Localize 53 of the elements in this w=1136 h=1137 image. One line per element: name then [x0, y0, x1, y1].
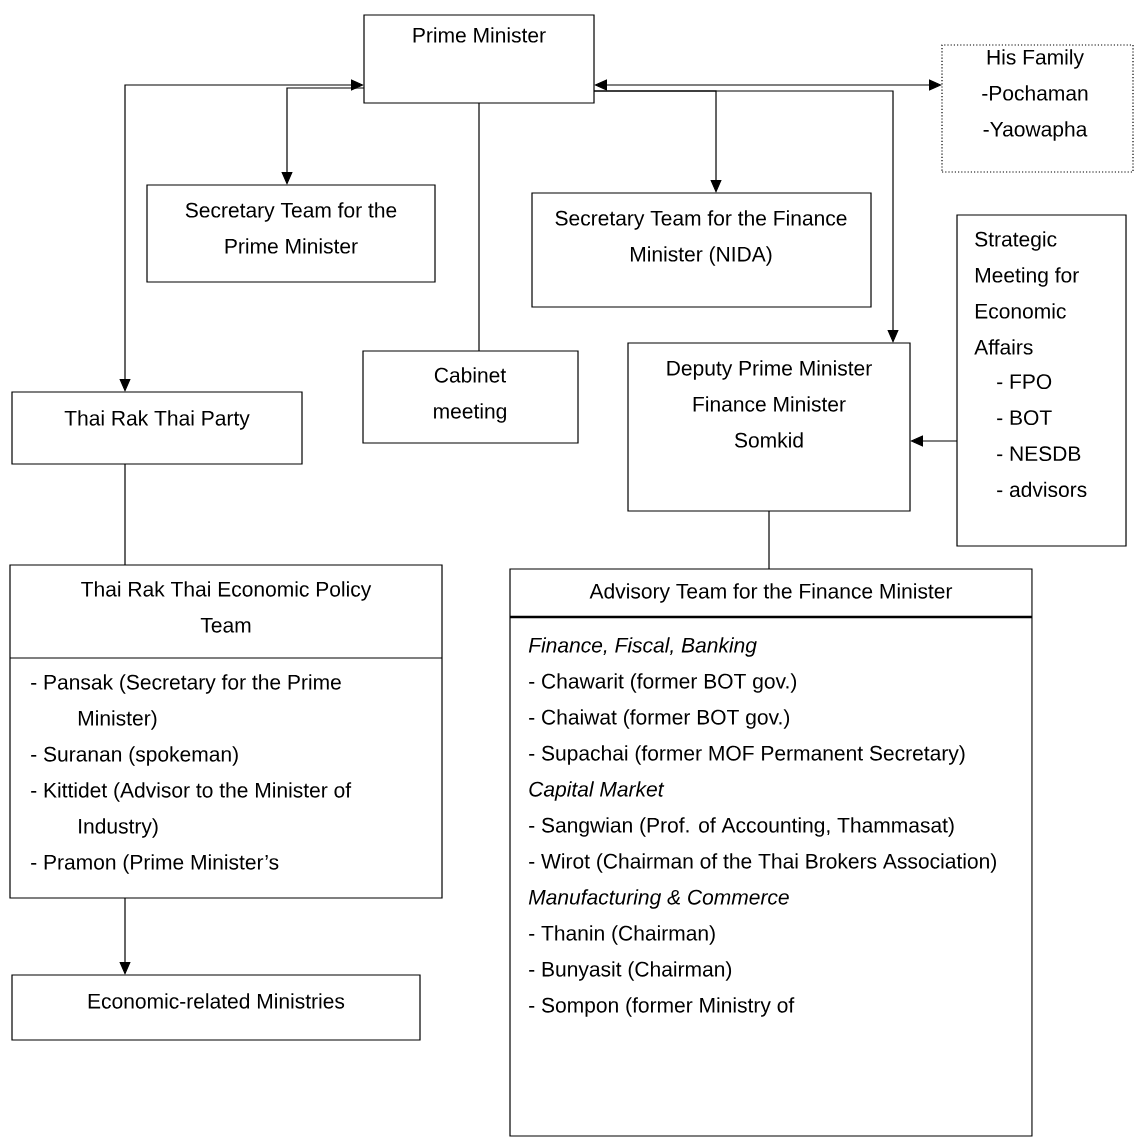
org-box: [363, 14, 595, 104]
team-box: [9, 564, 443, 899]
name-list: - Pansak (Secretary for the Prime Minister) - Suranan (spokeman) - Kittidet (Advisor to the Minister of Industry) - Pramon (Prime Minister’s: [31, 674, 352, 874]
box-heading: Thai Rak Thai Economic Policy Team: [81, 581, 372, 633]
meeting-box: [956, 214, 1127, 547]
arrow: [594, 79, 942, 91]
node-label: - FPO: [997, 374, 1052, 390]
node-label: - Pansak (Secretary for the Prime Minister): [31, 674, 341, 730]
node-label: - Wirot (Chairman of the Thai Brokers Association): [529, 853, 996, 873]
node-label: - Kittidet (Advisor to the Minister of Industry): [31, 782, 352, 838]
arrow: [593, 90, 899, 343]
arrow: [281, 87, 365, 185]
node-label: - Chaiwat (former BOT gov.): [529, 709, 790, 729]
box-label: Thai Rak Thai Party: [64, 410, 250, 430]
box-label: Cabinet meeting: [434, 367, 506, 423]
box-heading: Advisory Team for the Finance Minister: [589, 583, 953, 603]
arrow: [119, 79, 364, 392]
family-box: [941, 44, 1134, 173]
org-box: [11, 391, 303, 465]
node-label: - Sompon (former Ministry of: [529, 997, 795, 1017]
box-label: Strategic Meeting for Economic Affairs: [974, 231, 1079, 355]
org-box: [11, 974, 421, 1041]
box-label: Secretary Team for the Finance Minister (NIDA): [555, 210, 847, 266]
box-label: Economic-related Ministries: [88, 993, 345, 1009]
connector-line: [478, 102, 480, 352]
connector-line: [124, 463, 126, 566]
node-label: - Sangwian (Prof. of Accounting, Thammasat): [529, 817, 954, 837]
arrow: [119, 897, 131, 975]
connector-line: [768, 510, 770, 570]
node-label: - Chawarit (former BOT gov.): [529, 673, 797, 693]
box-label: Prime Minister: [413, 27, 546, 43]
box-label: Deputy Prime Minister Finance Minister Somkid: [667, 360, 872, 448]
org-box: [362, 350, 579, 444]
node-label: - Supachai (former MOF Permanent Secretary): [529, 745, 965, 765]
org-box: [627, 342, 911, 512]
node-label: Finance, Fiscal, Banking: [528, 637, 757, 657]
node-label: - Bunyasit (Chairman): [529, 961, 732, 981]
arrow: [910, 435, 958, 447]
node-label: Manufacturing & Commerce: [528, 889, 789, 909]
name-list: Finance, Fiscal, Banking - Chawarit (former BOT gov.) - Chaiwat (former BOT gov.) - Supachai (former MOF Permanent Secretary) Capital Market - Sangwian (Prof. of Accounting, Thammasat) - Wirot (Chairman of the Thai Brokers Association) Manufacturing & Commerce - Thanin (Chairman) - Bunyasit (Chairman) - Sompon (former Ministry of: [528, 637, 996, 1017]
box-label: Secretary Team for the Prime Minister: [185, 202, 397, 254]
node-label: Capital Market: [529, 781, 665, 801]
node-label: - advisors: [997, 481, 1087, 498]
node-label: - Thanin (Chairman): [529, 925, 715, 945]
org-box: [531, 192, 872, 308]
team-box: [509, 568, 1033, 1137]
node-label: - BOT: [997, 410, 1052, 426]
node-label: - Suranan (spokeman): [31, 746, 238, 766]
name-list: - FPO - BOT - NESDB - advisors: [997, 374, 1087, 498]
node-label: - Pramon (Prime Minister’s: [31, 854, 279, 874]
node-label: - NESDB: [997, 446, 1081, 462]
org-box: [146, 184, 436, 283]
box-label: His Family -Pochaman -Yaowapha: [982, 49, 1088, 141]
